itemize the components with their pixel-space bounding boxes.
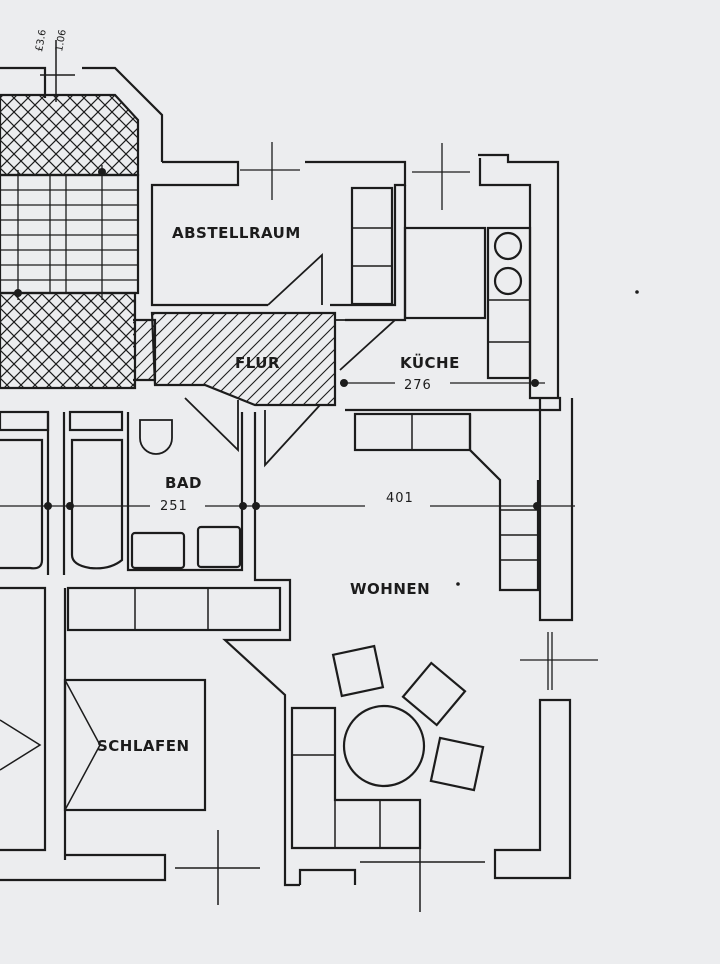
flur-door-left [184,397,239,453]
label-bad: BAD [165,474,202,492]
wardrobe [66,586,282,632]
dimension-lines [0,142,598,690]
stairwell [0,40,164,390]
toilet [139,419,173,455]
kueche-walls [345,153,562,412]
stair-landing-top-outline [0,66,164,162]
kueche-counter-right [486,226,532,380]
stair-note-1: £3.6 [34,29,49,53]
cooktop-burner-2 [493,266,523,296]
flur-door-kueche [335,319,398,371]
stair-flight [0,173,140,295]
bad-walls [126,412,244,572]
dimension-dots [14,168,639,586]
cooktop-burner-1 [493,231,523,261]
wohnen-walls [222,398,574,912]
dining-table [342,704,426,788]
abstellraum-walls [150,160,407,307]
label-schlafen: SCHLAFEN [97,737,190,755]
dim-wohnen: 401 [386,491,414,506]
label-abstellraum: ABSTELLRAUM [172,224,301,242]
label-wohnen: WOHNEN [350,580,430,598]
stair-treads [0,165,138,300]
bath-sink [130,531,186,570]
schlafen-walls [0,586,282,905]
flur-door-right [264,404,321,468]
label-flur: FLUR [235,354,280,372]
chair-1 [331,644,385,698]
wohnen-shelf [468,414,540,592]
chair-2 [401,661,467,727]
stair-landing-top [0,93,140,177]
chair-3 [429,736,485,792]
bed [63,678,207,812]
abstellraum-shelf [350,186,394,306]
neighbour-bath [0,410,124,575]
stair-note-2: 1.06 [54,29,69,53]
corner-bench [290,706,422,850]
flur-area [133,311,398,468]
dim-kueche: 276 [404,378,432,393]
dim-bad: 251 [160,499,188,514]
bath-shower [196,525,242,569]
stair-landing-bottom [0,291,137,390]
kueche-counter [403,226,487,320]
label-kueche: KÜCHE [400,353,460,372]
abstellraum-door [267,252,323,306]
